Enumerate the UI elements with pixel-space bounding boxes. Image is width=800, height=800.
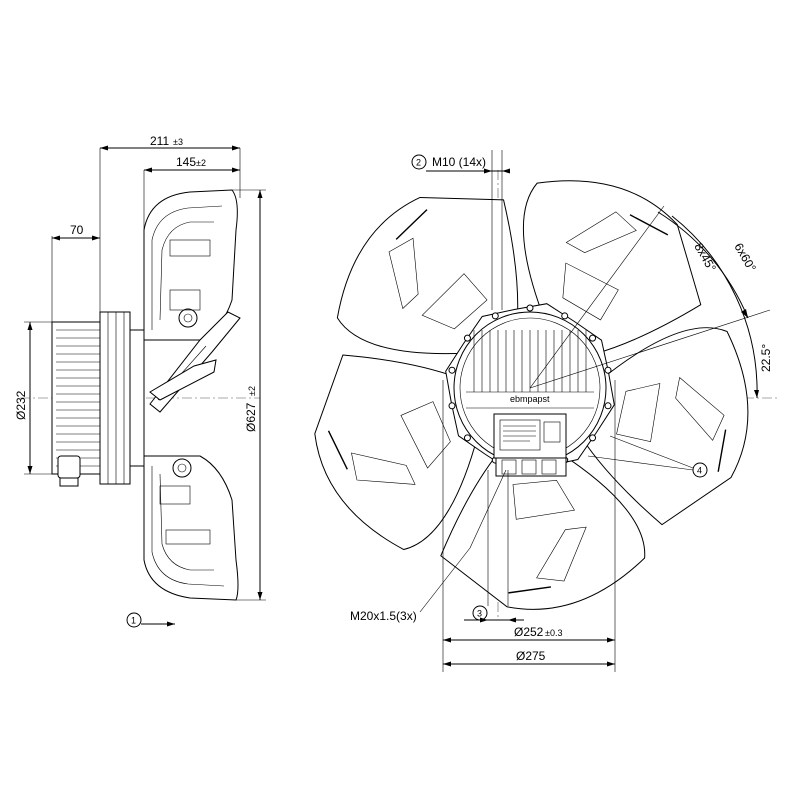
blade-edge-mark	[327, 430, 348, 470]
m10-label: M10 (14x)	[432, 155, 486, 169]
mount-bolt	[463, 434, 471, 442]
blade-slot	[388, 237, 419, 310]
dim-145-tol: ±2	[196, 158, 206, 168]
dim-252-tol: ±0.3	[545, 628, 562, 638]
mount-bolt	[589, 334, 597, 342]
front-view: ebmpapst 2 M10 (14x) 8x45° 6x60° 22.5°	[314, 150, 780, 672]
callout-3: 3	[464, 470, 524, 623]
blade-edge-mark	[508, 586, 552, 594]
dim-blade-depth: 145 ±2	[143, 155, 240, 230]
angle-22-5-label: 22.5°	[759, 344, 773, 372]
blade-slot	[536, 526, 587, 582]
fan-blade	[440, 451, 646, 610]
dim-bolt-circle: Ø252 ±0.3	[442, 380, 616, 672]
dim-252-label: Ø252	[514, 625, 544, 639]
blade-slot	[565, 211, 637, 253]
hub-flange: ebmpapst	[445, 303, 615, 477]
blade-root-plate	[421, 273, 488, 330]
callout-4: 4	[587, 435, 708, 478]
blade-root-plate	[400, 401, 451, 469]
mount-bolt	[463, 334, 471, 342]
dim-211-tol: ±3	[173, 137, 183, 147]
fan-blade	[581, 327, 749, 526]
dim-627-label: Ø627	[244, 402, 258, 432]
blade-root-plate	[616, 383, 661, 443]
dim-145-label: 145	[176, 155, 196, 169]
fan-blade	[336, 196, 519, 355]
callout-2-label: 2	[416, 158, 421, 168]
dim-627-tol: ±2	[247, 386, 257, 396]
side-blade-middle	[149, 311, 241, 413]
callout-3-label: 3	[477, 609, 482, 619]
dim-232-label: Ø232	[14, 390, 28, 420]
dim-overall-depth: 211 ±3	[99, 134, 241, 312]
callout-1-label: 1	[131, 616, 136, 626]
blade-edge-mark	[395, 209, 428, 240]
dim-mount-thread: 2 M10 (14x)	[411, 150, 510, 310]
m20-label: M20x1.5(3x)	[350, 609, 417, 623]
mount-bolt	[448, 366, 456, 374]
mount-bolt	[561, 312, 569, 320]
dim-motor-offset: 70	[51, 223, 100, 322]
mount-bolt	[491, 312, 499, 320]
fan-blade	[314, 354, 479, 551]
dim-motor-diameter: Ø232	[14, 321, 52, 475]
callout-4-label: 4	[697, 466, 702, 476]
mount-bolt	[604, 366, 612, 374]
angle-8x45-label: 8x45°	[691, 241, 719, 275]
dim-fan-diameter: Ø627 ±2	[232, 189, 266, 601]
dim-flange-diameter: Ø275	[443, 649, 615, 667]
side-blade-lower	[143, 455, 239, 601]
mount-bolt	[526, 304, 534, 312]
brand-label: ebmpapst	[510, 394, 550, 404]
mount-bolt	[448, 402, 456, 410]
blade-edge-mark	[717, 429, 727, 472]
side-view: 211 ±3 145 ±2 70 Ø232	[14, 134, 266, 628]
blade-slot	[351, 452, 416, 485]
dim-70-label: 70	[70, 223, 84, 237]
motor-body	[51, 311, 145, 487]
blade-edge-mark	[629, 214, 669, 236]
fan-blades	[314, 180, 749, 610]
fan-blade	[522, 180, 702, 355]
angle-6x60-label: 6x60°	[731, 241, 759, 275]
mount-bolt	[604, 402, 612, 410]
mount-bolt	[589, 434, 597, 442]
dim-211-label: 211	[150, 134, 169, 148]
blade-root-plate	[562, 262, 619, 321]
blade-slot	[675, 376, 725, 441]
blade-root-plate	[512, 479, 575, 520]
dim-275-label: Ø275	[516, 649, 546, 663]
callout-1: 1	[126, 612, 175, 628]
